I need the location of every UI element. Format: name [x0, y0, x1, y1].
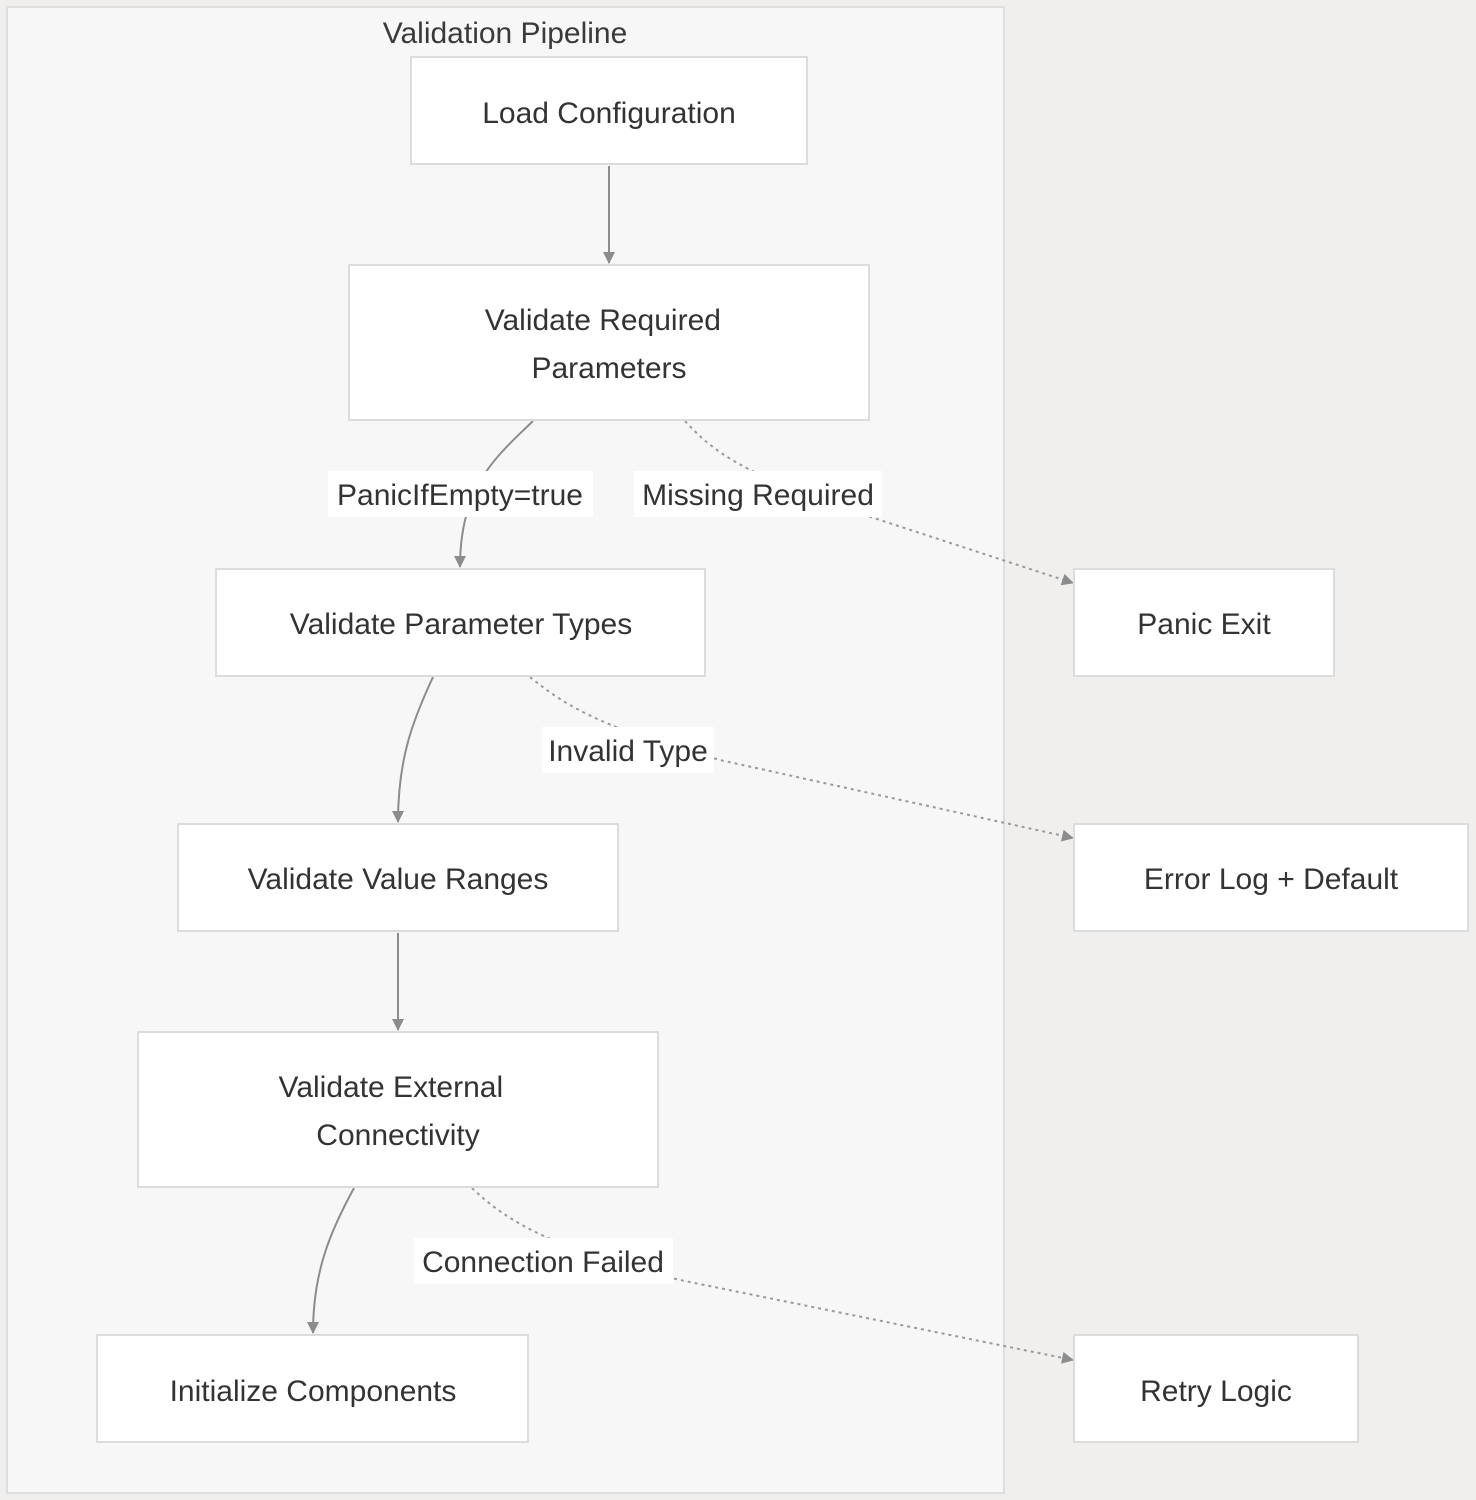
node-label-line: Validate Required [485, 304, 721, 337]
svg-text:Validate Required Parame: Validate Required Parameters [485, 304, 730, 385]
edge-label-text: Connection Failed [422, 1246, 664, 1279]
edge-label-invalid-type: Invalid Type [542, 727, 714, 773]
edge-types-to-ranges [392, 676, 434, 823]
node-validate-required-parameters: Validate Required Parameters [348, 264, 870, 421]
svg-text:Panic Exit: Panic Exit [1137, 608, 1271, 641]
node-label-line: Validate Value Ranges [248, 863, 549, 896]
node-error-log-default: Error Log + Default [1073, 823, 1469, 932]
node-label-line: Validate External [279, 1071, 504, 1104]
node-retry-logic: Retry Logic [1073, 1334, 1359, 1443]
edge-label-missing-required: Missing Required [634, 471, 882, 517]
node-label-line: Error Log + Default [1144, 863, 1399, 896]
edge-label-connection-failed: Connection Failed [414, 1238, 673, 1284]
svg-text:Load Configuration: Load Configuration [482, 97, 736, 130]
node-label-line: Validate Parameter Types [290, 608, 632, 641]
cluster-title: Validation Pipeline [383, 17, 628, 50]
edge-label-text: Invalid Type [548, 735, 708, 768]
node-label-line: Initialize Components [170, 1375, 457, 1408]
node-initialize-components: Initialize Components [96, 1334, 529, 1443]
edge-label-panic-if-empty: PanicIfEmpty=true [328, 471, 593, 517]
svg-text:Error Log + Default: Error Log + Default [1144, 863, 1399, 896]
node-label-line: Connectivity [316, 1119, 479, 1152]
node-validate-external-connectivity: Validate External Connectivity [137, 1031, 659, 1188]
edge-labels: PanicIfEmpty=true Missing Required Inval… [328, 471, 882, 1284]
node-label-line: Retry Logic [1140, 1375, 1292, 1408]
svg-text:Validate Value Ranges: Validate Value Ranges [248, 863, 549, 896]
svg-text:Retry Logic: Retry Logic [1140, 1375, 1292, 1408]
svg-text:Initialize Components: Initialize Components [170, 1375, 457, 1408]
node-label-line: Parameters [531, 352, 686, 385]
svg-text:Validate Parameter Types: Validate Parameter Types [290, 608, 632, 641]
node-validate-parameter-types: Validate Parameter Types [215, 568, 706, 677]
edge-connectivity-to-initialize [307, 1187, 355, 1334]
node-load-configuration: Load Configuration [410, 56, 808, 165]
edge-label-text: PanicIfEmpty=true [337, 479, 583, 512]
node-label-line: Panic Exit [1137, 608, 1271, 641]
node-validate-value-ranges: Validate Value Ranges [177, 823, 619, 932]
node-panic-exit: Panic Exit [1073, 568, 1335, 677]
svg-text:Validate External Connec: Validate External Connectivity [279, 1071, 512, 1152]
edge-label-text: Missing Required [642, 479, 874, 512]
node-label-line: Load Configuration [482, 97, 736, 130]
